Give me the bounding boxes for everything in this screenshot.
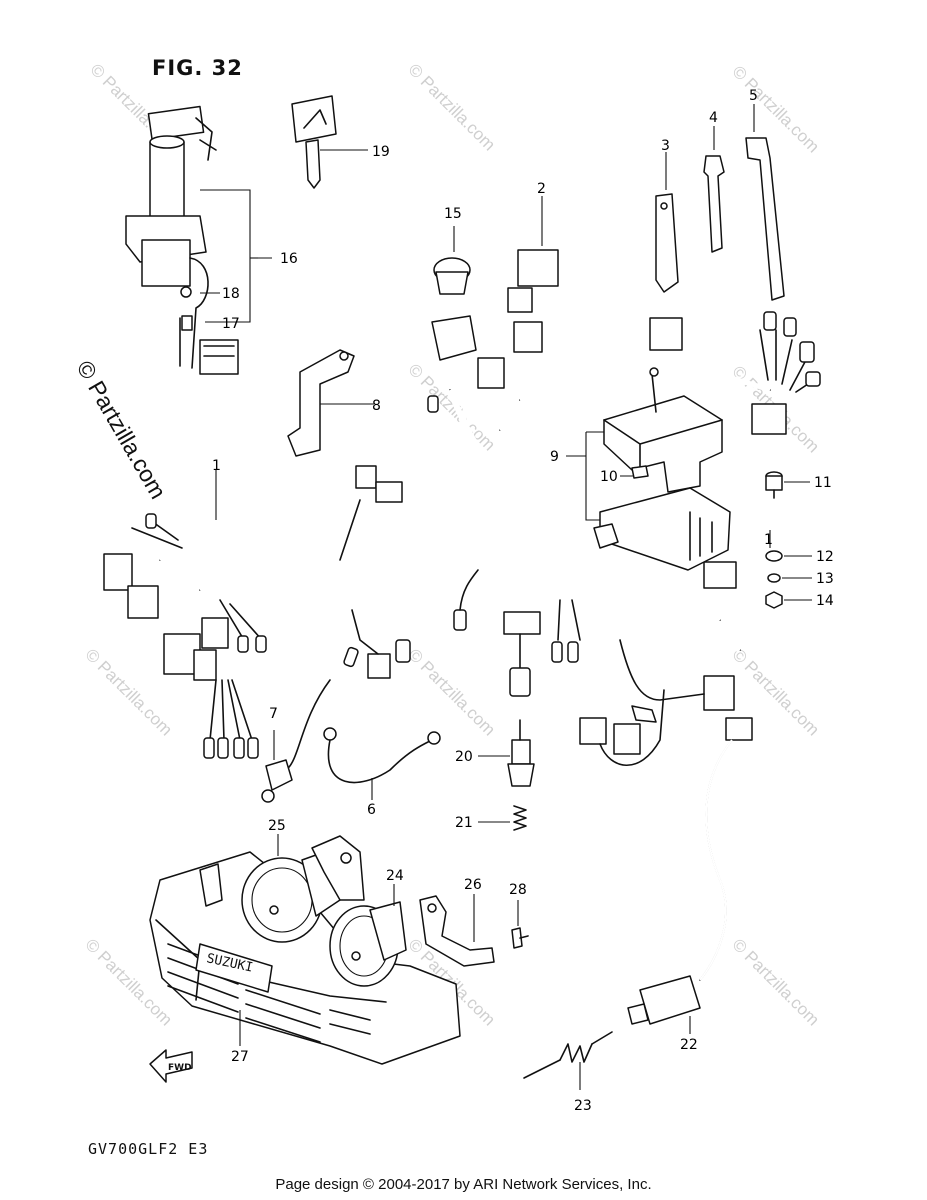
ground-lead-6-illustration xyxy=(323,727,441,800)
callout-number: 2 xyxy=(537,181,546,197)
callout-number: 15 xyxy=(444,206,462,222)
callout-number: 18 xyxy=(222,286,240,302)
callout-number: 14 xyxy=(816,593,834,609)
callout-number: 1 xyxy=(212,458,221,474)
clamp-5-illustration xyxy=(745,104,785,301)
switch-20-illustration xyxy=(478,719,535,787)
callout-number: 16 xyxy=(280,251,298,267)
callout-number: 22 xyxy=(680,1037,698,1053)
figure-title: FIG. 32 xyxy=(152,56,243,80)
callout-number: 28 xyxy=(509,882,527,898)
callout-number: 12 xyxy=(816,549,834,565)
callout-number: 23 xyxy=(574,1098,592,1114)
ignition-switch-illustration xyxy=(125,105,239,375)
callout-bracket-9 xyxy=(566,431,634,521)
clamp-3-illustration xyxy=(655,152,679,293)
callout-number: 7 xyxy=(269,706,278,722)
callout-number: 25 xyxy=(268,818,286,834)
callout-number: 11 xyxy=(814,475,832,491)
connector-15-illustration xyxy=(433,226,471,295)
cable-22-illustration xyxy=(627,717,753,1034)
relay-box-illustration xyxy=(593,367,731,571)
washer-13-illustration xyxy=(767,573,812,583)
callout-number: 20 xyxy=(455,749,473,765)
washer-12-illustration xyxy=(765,550,812,562)
horn-24-illustration xyxy=(311,835,407,987)
callout-number: 21 xyxy=(455,815,473,831)
callout-number: 3 xyxy=(661,138,670,154)
key-illustration xyxy=(291,95,368,189)
spring-21-illustration xyxy=(478,805,527,831)
footer-copyright: Page design © 2004-2017 by ARI Network S… xyxy=(275,1176,652,1193)
main-harness-illustration xyxy=(103,248,821,767)
model-code: GV700GLF2 E3 xyxy=(88,1140,209,1158)
clamp-4-illustration xyxy=(703,126,725,253)
callout-number: 10 xyxy=(600,469,618,485)
callout-number: 26 xyxy=(464,877,482,893)
callout-number: 6 xyxy=(367,802,376,818)
bolt-28-illustration xyxy=(511,900,529,949)
callout-number: 17 xyxy=(222,316,240,332)
callout-number: 8 xyxy=(372,398,381,414)
ground-lead-7-illustration xyxy=(261,679,331,803)
bolt-11-illustration xyxy=(765,471,810,499)
nut-14-illustration xyxy=(765,591,812,609)
callout-number: 24 xyxy=(386,868,404,884)
callout-bracket-16 xyxy=(200,189,272,323)
callout-number: 4 xyxy=(709,110,718,126)
fwd-arrow-label: FWD xyxy=(168,1063,192,1073)
callout-number: 27 xyxy=(231,1049,249,1065)
spring-23-illustration xyxy=(523,1031,613,1090)
callout-number: 9 xyxy=(550,449,559,465)
fwd-arrow: FWD xyxy=(149,1049,193,1083)
clamp-8-illustration xyxy=(287,349,368,457)
callout-number: 19 xyxy=(372,144,390,160)
callout-number: 5 xyxy=(749,88,758,104)
bracket-26-illustration xyxy=(419,894,495,967)
callout-number: 13 xyxy=(816,571,834,587)
callout-number: 1 xyxy=(764,532,773,548)
